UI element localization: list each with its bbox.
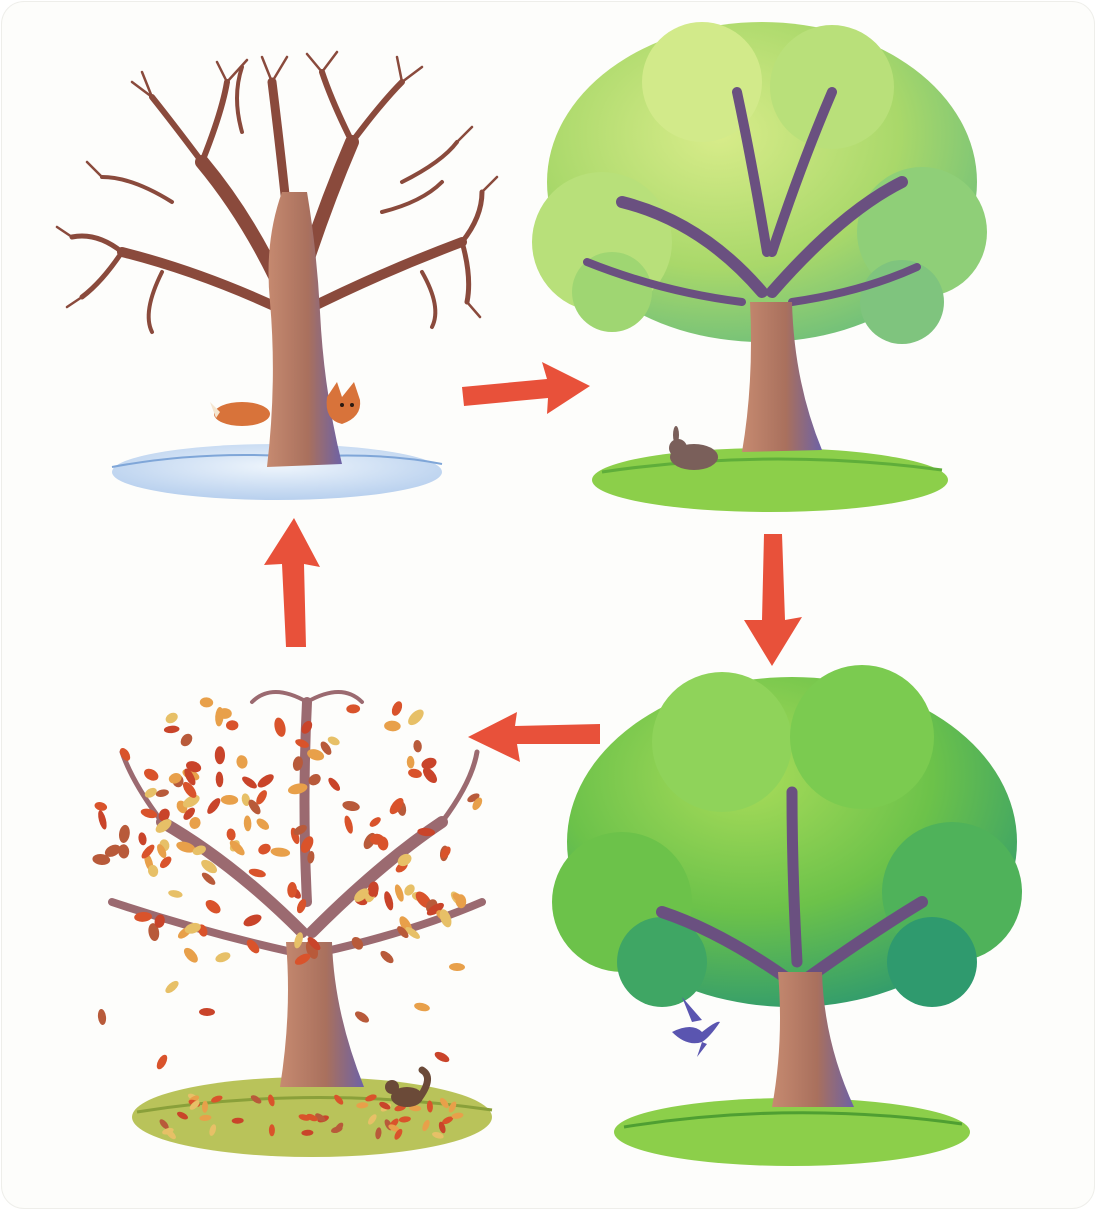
autumn-leaf	[178, 732, 194, 749]
falling-leaf	[413, 1001, 430, 1012]
autumn-leaf	[255, 772, 275, 790]
autumn-leaf	[164, 725, 180, 734]
autumn-leaf	[270, 847, 290, 858]
autumn-leaf	[407, 768, 423, 780]
arrow-summer-to-autumn	[468, 712, 600, 762]
ground-leaf	[269, 1124, 275, 1136]
autumn-leaf	[181, 945, 200, 965]
autumn-leaf	[393, 883, 405, 902]
falling-leaf	[449, 963, 465, 972]
winter-tree-node	[57, 52, 497, 500]
autumn-leaf	[326, 776, 342, 793]
autumn-leaf	[155, 788, 170, 798]
falling-leaf	[199, 1008, 215, 1016]
autumn-leaf	[368, 815, 383, 829]
falling-leaf	[97, 1009, 107, 1026]
arrow-autumn-to-winter	[264, 518, 320, 647]
autumn-trunk	[280, 942, 364, 1087]
autumn-tree-node	[92, 692, 492, 1157]
winter-trunk	[267, 192, 342, 467]
autumn-leaf	[118, 824, 131, 843]
rabbit-icon	[669, 426, 718, 470]
spring-tree-node	[532, 22, 987, 512]
autumn-leaf	[199, 697, 213, 708]
autumn-leaf	[382, 890, 395, 911]
autumn-leaf	[240, 774, 259, 790]
falling-leaf	[433, 1050, 451, 1065]
autumn-leaf	[243, 815, 251, 831]
autumn-leaf	[390, 700, 404, 718]
autumn-leaf	[343, 815, 355, 835]
summer-grass	[614, 1098, 970, 1166]
autumn-leaf	[214, 950, 232, 964]
autumn-leaf	[342, 800, 361, 813]
autumn-leaf	[384, 720, 401, 731]
falling-leaf	[155, 1053, 170, 1071]
autumn-leaf	[203, 897, 223, 916]
arrow-spring-to-summer	[744, 534, 802, 666]
autumn-leaf	[137, 832, 147, 846]
autumn-leaf	[164, 711, 180, 726]
falling-leaf	[353, 1009, 371, 1025]
autumn-leaf	[235, 754, 248, 769]
autumn-leaf	[405, 707, 426, 728]
autumn-leaf	[94, 801, 109, 812]
autumn-leaf	[413, 740, 423, 753]
autumn-leaf	[256, 842, 272, 857]
autumn-leaf	[226, 720, 239, 731]
autumn-leaf	[346, 704, 360, 713]
autumn-leaf	[226, 828, 236, 841]
falling-leaf	[163, 979, 180, 996]
bird-icon	[672, 997, 720, 1057]
autumn-leaf	[406, 756, 414, 769]
summer-tree-node	[552, 665, 1022, 1166]
autumn-leaf	[168, 889, 184, 899]
autumn-leaf	[205, 796, 223, 816]
autumn-leaf	[254, 816, 271, 832]
autumn-leaf	[142, 766, 161, 783]
autumn-leaf	[273, 716, 288, 737]
autumn-leaf	[215, 746, 225, 764]
autumn-leaf	[96, 809, 108, 830]
falling-leaf	[378, 949, 395, 966]
autumn-leaf	[221, 795, 239, 805]
autumn-leaf	[242, 912, 264, 929]
autumn-leaf	[215, 771, 223, 787]
arrow-winter-to-spring	[462, 362, 590, 414]
